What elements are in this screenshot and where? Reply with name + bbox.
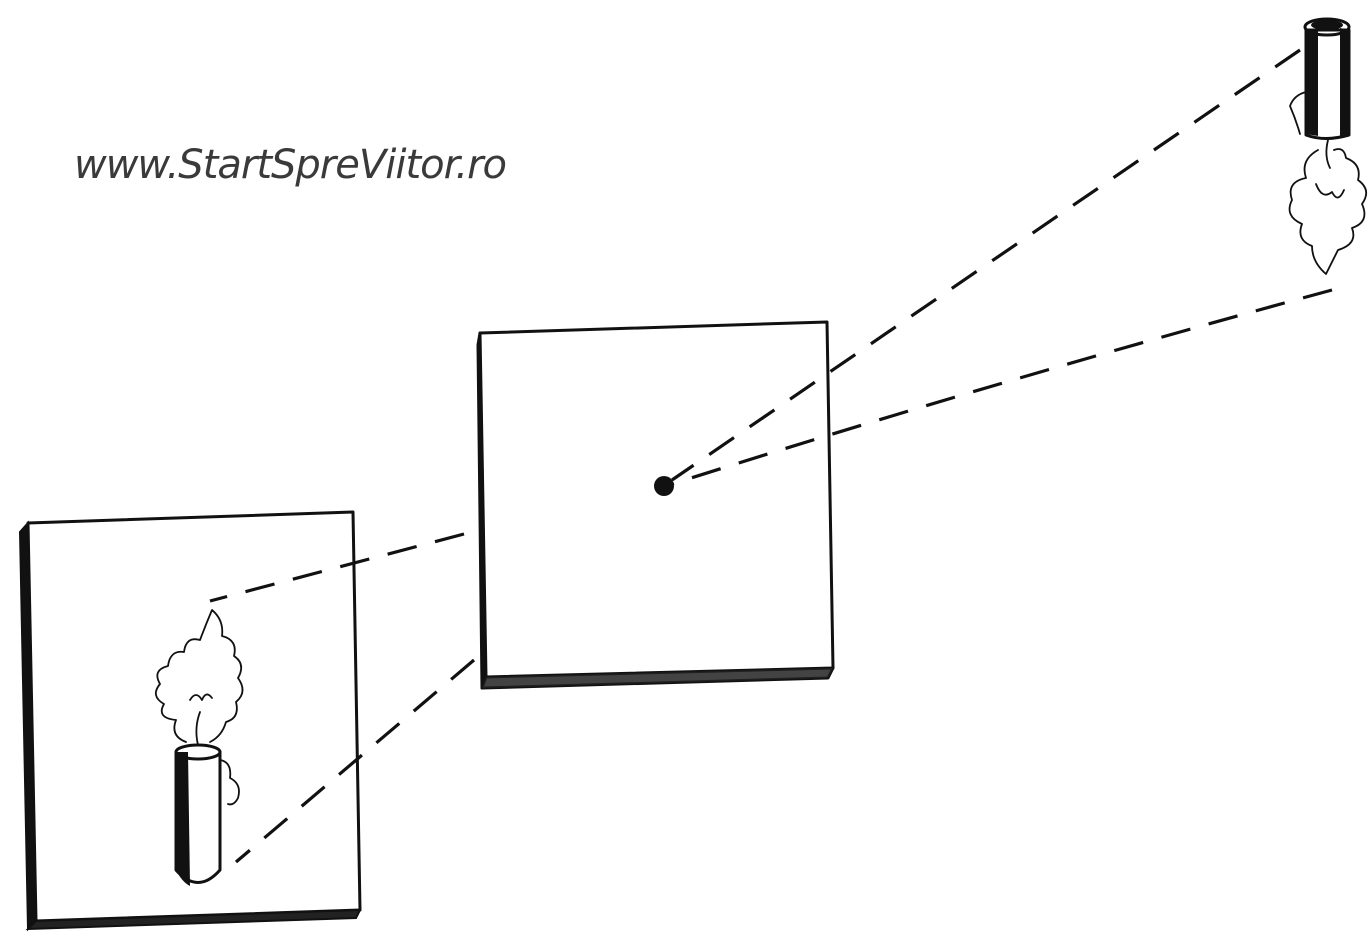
ray-to-image-flame [209,532,465,603]
watermark-text: www.StartSpreViitor.ro [74,142,506,188]
projection-screen [18,510,362,932]
pinhole-dot-icon [654,476,674,496]
candle-flame-icon [1288,17,1368,275]
light-rays [209,48,1333,864]
ray-to-image-base [234,658,476,864]
ray-bottom-incoming [671,288,1333,486]
pinhole-screen [476,320,835,690]
inverted-candle-flame-icon [154,609,244,886]
ray-top-incoming [671,48,1301,482]
